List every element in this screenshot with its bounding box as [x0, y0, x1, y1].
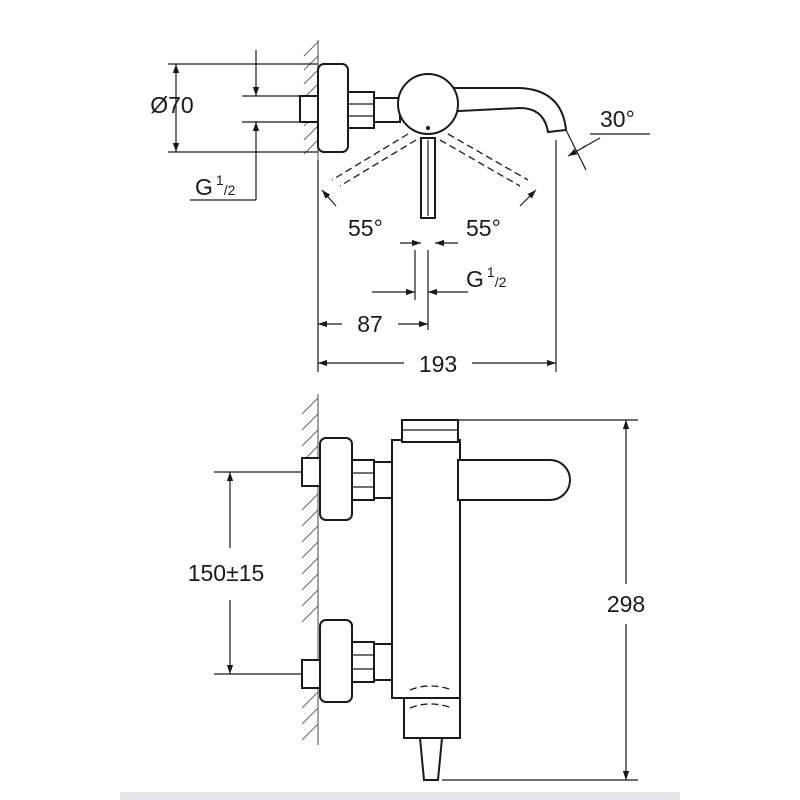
dim-diameter: Ø70 [150, 92, 193, 118]
top-body [397, 73, 459, 135]
upper-nut [351, 459, 375, 501]
top-spout [439, 87, 568, 134]
dim-spacing: 150±15 [188, 560, 265, 586]
upper-rosette [319, 437, 353, 521]
dim-angle-right: 55° [466, 215, 501, 241]
top-nut [347, 91, 375, 129]
lower-rosette [319, 619, 353, 703]
top-rosette [317, 63, 349, 153]
dim-width-193: 193 [419, 351, 457, 377]
dim-angle-spout: 30° [600, 106, 635, 132]
swing-right-dashed [447, 133, 529, 181]
top-cap [401, 419, 459, 443]
front-wall-hatch [301, 397, 319, 741]
lower-nut [351, 641, 375, 683]
swing-left-dashed [331, 133, 409, 181]
dim-height: 298 [607, 591, 645, 617]
outlet-nozzle [418, 737, 444, 781]
dim-angle-left: 55° [348, 215, 383, 241]
top-arm [373, 97, 401, 123]
front-view: 150±15 298 [188, 394, 645, 781]
bottom-band [120, 792, 680, 800]
mixer-body [391, 439, 461, 699]
handle-lever [457, 459, 571, 501]
dim-width-87: 87 [357, 311, 383, 337]
